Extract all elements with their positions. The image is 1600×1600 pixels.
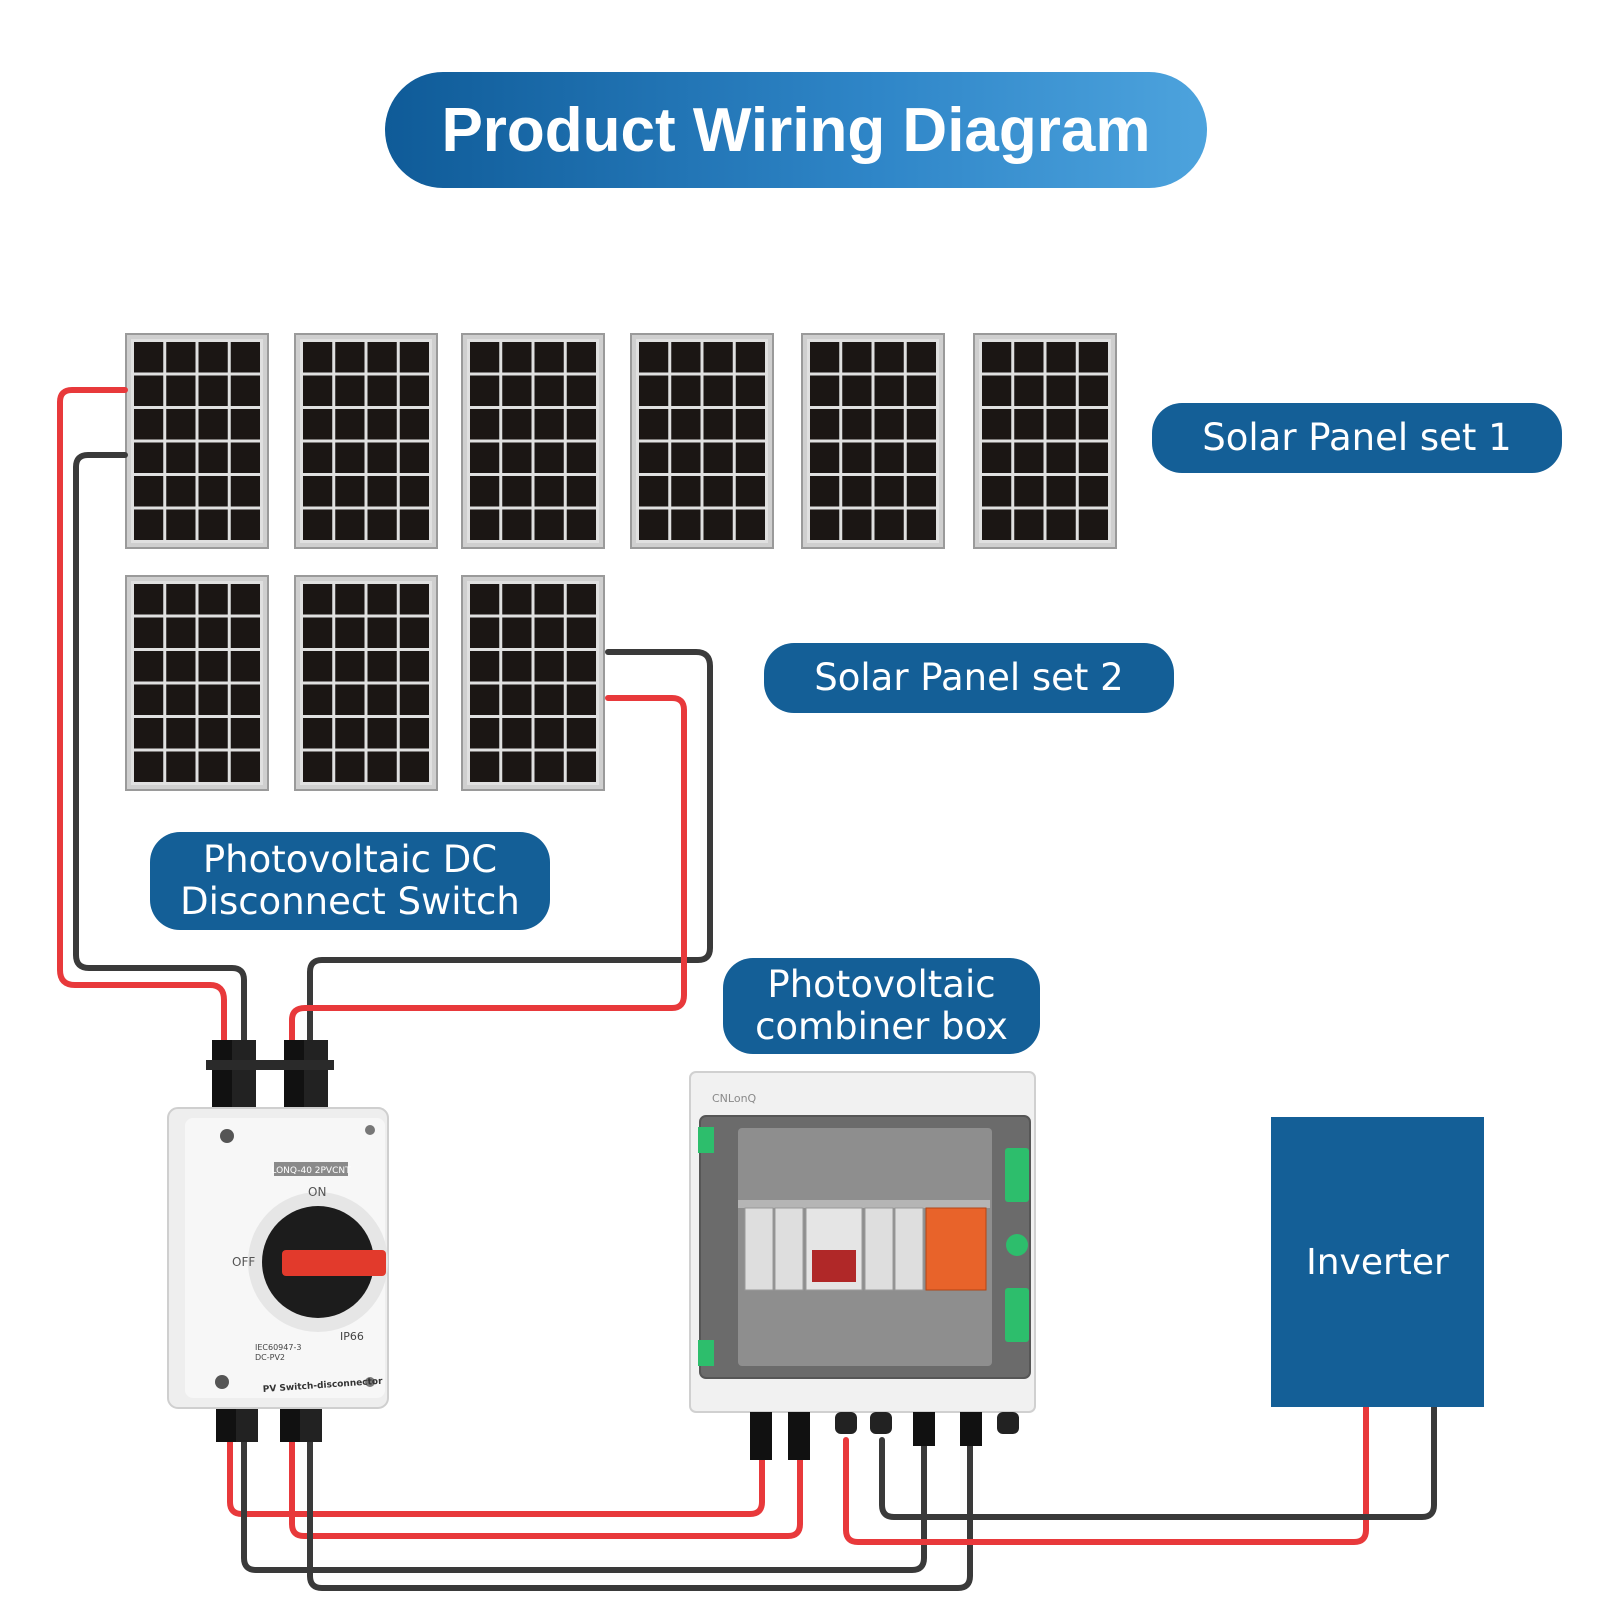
solar-panel xyxy=(461,575,605,791)
switch-handle[interactable] xyxy=(282,1250,386,1276)
negative-wire-combiner-inverter xyxy=(879,1404,1437,1520)
positive-wire-switch-combiner-2 xyxy=(289,1417,803,1539)
switch-off-text: OFF xyxy=(232,1255,255,1269)
inverter-label: Inverter xyxy=(1306,1241,1449,1283)
negative-wire-set2 xyxy=(307,649,713,1063)
page-title: Product Wiring Diagram xyxy=(385,72,1207,188)
solar-panel xyxy=(801,333,945,549)
positive-wire-combiner-inverter xyxy=(843,1404,1369,1545)
solar-panel xyxy=(973,333,1117,549)
label-solar-panel-set-2: Solar Panel set 2 xyxy=(764,643,1174,713)
label-dc-disconnect-switch: Photovoltaic DC Disconnect Switch xyxy=(150,832,550,930)
switch-top-connectors xyxy=(206,1040,334,1110)
solar-panel xyxy=(125,575,269,791)
switch-standard-1: IEC60947-3 xyxy=(255,1343,301,1352)
switch-model-text: LONQ-40 2PVCNT xyxy=(271,1166,351,1176)
positive-wire-set2 xyxy=(289,695,687,1063)
combiner-brand: CNLonQ xyxy=(712,1092,757,1105)
solar-panel xyxy=(125,333,269,549)
switch-on-text: ON xyxy=(308,1185,326,1199)
solar-panel xyxy=(294,575,438,791)
negative-wire-switch-combiner-2 xyxy=(307,1417,973,1591)
solar-panels xyxy=(125,333,1117,791)
wires xyxy=(57,387,1437,1591)
label-dc-switch-line-2: Disconnect Switch xyxy=(180,880,520,923)
switch-standard-2: DC-PV2 xyxy=(255,1353,285,1362)
solar-panel xyxy=(461,333,605,549)
label-solar-panel-set-1: Solar Panel set 1 xyxy=(1152,403,1562,473)
switch-rating: IP66 xyxy=(340,1330,364,1343)
din-rail-devices xyxy=(744,1207,987,1291)
positive-wire-switch-combiner-1 xyxy=(227,1417,765,1517)
negative-wire-switch-combiner-1 xyxy=(241,1417,927,1573)
inverter-box: Inverter xyxy=(1271,1117,1484,1407)
combiner-box: CNLonQ xyxy=(689,1071,1036,1460)
label-combiner-line-2: combiner box xyxy=(755,1005,1008,1048)
label-dc-switch-line-1: Photovoltaic DC xyxy=(202,838,498,881)
solar-panel xyxy=(294,333,438,549)
solar-panel xyxy=(630,333,774,549)
dc-disconnect-switch: LONQ-40 2PVCNT ON OFF IEC60947-3 DC-PV2 … xyxy=(167,1107,389,1409)
label-combiner-box: Photovoltaic combiner box xyxy=(723,958,1040,1054)
positive-wire-set1 xyxy=(57,387,227,1063)
negative-wire-set1 xyxy=(73,452,247,1063)
label-combiner-line-1: Photovoltaic xyxy=(767,963,996,1006)
